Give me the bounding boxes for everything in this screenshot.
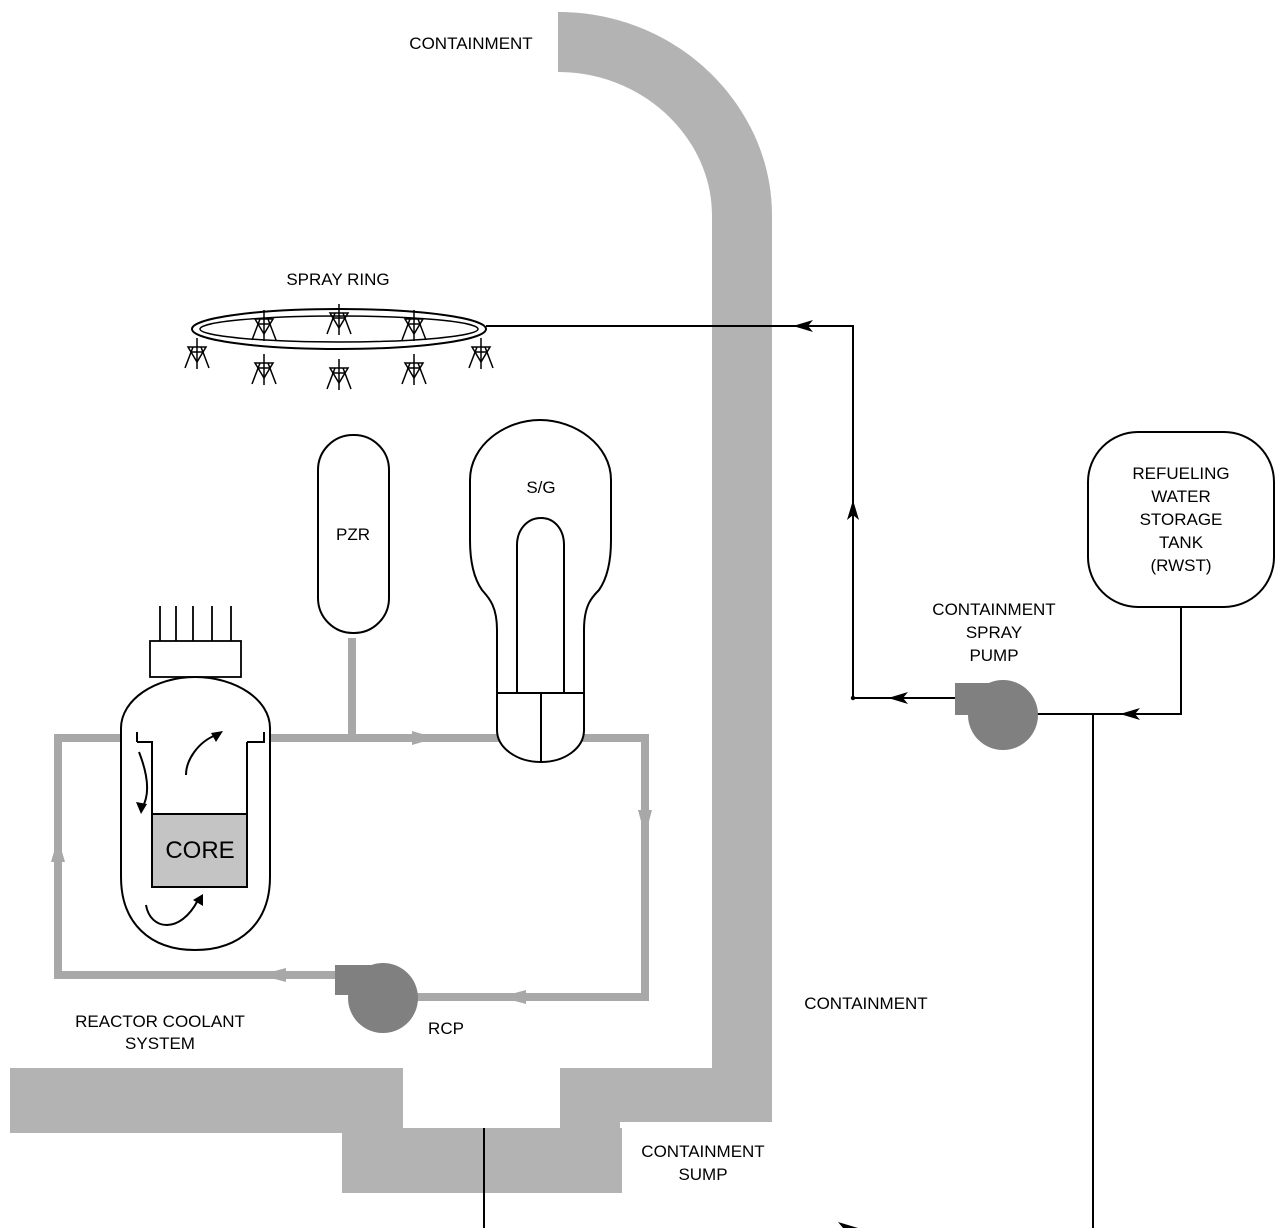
spray-ring-label: SPRAY RING (286, 270, 389, 289)
svg-text:REACTOR COOLANT: REACTOR COOLANT (75, 1012, 245, 1031)
spray-nozzle (251, 309, 277, 342)
containment-wall (10, 12, 772, 1193)
svg-text:TANK: TANK (1159, 533, 1204, 552)
svg-text:CONTAINMENT: CONTAINMENT (932, 600, 1055, 619)
rcs-flow-arrows (51, 731, 652, 1004)
svg-text:STORAGE: STORAGE (1140, 510, 1223, 529)
svg-text:SPRAY: SPRAY (966, 623, 1022, 642)
pressurizer (317, 434, 390, 634)
spray-nozzle (251, 353, 277, 386)
pzr-label: PZR (336, 525, 370, 544)
sump-label: CONTAINMENT SUMP (641, 1142, 764, 1184)
spray-nozzle (401, 309, 427, 342)
rwst-tank (1087, 431, 1275, 608)
svg-text:SUMP: SUMP (678, 1165, 727, 1184)
svg-text:CONTAINMENT: CONTAINMENT (641, 1142, 764, 1161)
rcp-label: RCP (428, 1019, 464, 1038)
control-rod-drives (149, 606, 242, 678)
core-label: CORE (165, 837, 234, 864)
steam-generator (469, 418, 612, 764)
spray-nozzle (326, 358, 352, 391)
spray-nozzle (468, 337, 494, 370)
svg-text:WATER: WATER (1151, 487, 1211, 506)
spray-flow-arrows (793, 320, 1140, 1228)
sg-label: S/G (526, 478, 555, 497)
reactor-coolant-pump (335, 963, 418, 1033)
hot-leg-pipe (233, 734, 649, 1001)
reactor-vessel: CORE (120, 606, 271, 952)
containment-right-label: CONTAINMENT (804, 994, 927, 1013)
spray-nozzle (184, 337, 210, 370)
svg-text:REFUELING: REFUELING (1132, 464, 1229, 483)
rcs-label: REACTOR COOLANT SYSTEM (75, 1012, 245, 1053)
spray-nozzle (401, 353, 427, 386)
svg-text:PUMP: PUMP (969, 646, 1018, 665)
containment-top-label: CONTAINMENT (409, 34, 532, 53)
svg-text:SYSTEM: SYSTEM (125, 1034, 195, 1053)
rwst-label: REFUELING WATER STORAGE TANK (RWST) (1132, 464, 1229, 575)
svg-text:(RWST): (RWST) (1150, 556, 1211, 575)
spray-pump-label: CONTAINMENT SPRAY PUMP (932, 600, 1055, 665)
spray-ring (184, 303, 494, 391)
core (151, 813, 248, 888)
containment-spray-pump (955, 680, 1038, 750)
